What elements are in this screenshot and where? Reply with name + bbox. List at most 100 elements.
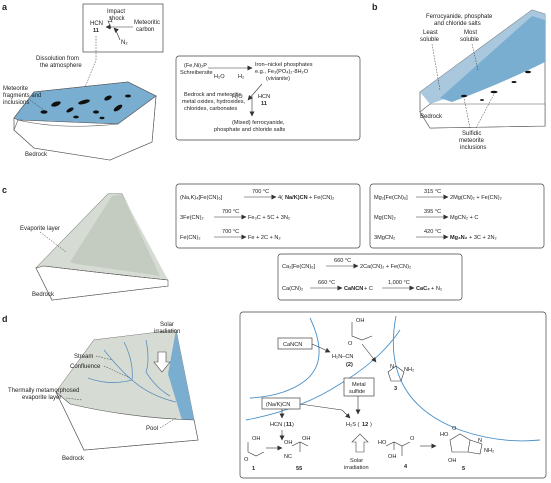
- d-55-oh2: OH: [302, 436, 310, 442]
- panel-d: d Solar irradiation Stream Confluence Th…: [2, 311, 547, 479]
- panel-d-label: d: [2, 314, 8, 324]
- meteorite-label-1: Meteorite: [3, 86, 29, 92]
- bedrock-metals-2: metal oxides, hydroxides,: [182, 99, 246, 105]
- d-oxazole-num: 3: [394, 386, 397, 392]
- h2o-label-1: H₂O: [214, 74, 225, 80]
- b-sulfidic-label-1: Sulfidic: [462, 131, 481, 137]
- iron-phosphates-2: e.g., Fe₃(PO₄)₂·8H₂O: [255, 69, 309, 75]
- d-bedrock-label: Bedrock: [62, 456, 85, 462]
- d-scheme-streams: [245, 315, 541, 442]
- d-5-oh: OH: [448, 458, 456, 464]
- c2-r2-cond: 395 °C: [424, 209, 441, 215]
- d-thermal-label-1: Thermally metamorphosed: [8, 388, 79, 394]
- panel-b: b Ferrocyanide, phosphate and chloride s…: [372, 2, 546, 151]
- phosphate-to-mixed-arrow: [247, 83, 263, 101]
- c3-r2-right-post: + N₂: [431, 286, 442, 292]
- h2-label: H₂: [238, 74, 244, 80]
- a-surface-edge: [17, 119, 119, 127]
- meteorite-label-3: inclusions: [3, 100, 29, 106]
- d-solar-arrow-icon: [153, 351, 171, 373]
- d-glyco-o-top: O: [348, 341, 353, 347]
- c-evaporite-shade: [70, 194, 160, 276]
- meteorite-label-2: fragments and: [3, 93, 41, 99]
- d-5-o: O: [452, 426, 457, 432]
- dissolution-leader: [81, 36, 97, 96]
- c2-r1-cond: 315 °C: [424, 189, 441, 195]
- d-hcn-label: HCN (: [270, 422, 286, 428]
- d-to-oxazole-arrow: [361, 343, 377, 363]
- d-streams: [87, 339, 177, 403]
- d-compound-55-bonds: [291, 441, 309, 452]
- c-evaporite-label: Evaporite layer: [20, 226, 60, 232]
- d-metal-label-2: sulfide: [349, 389, 365, 395]
- c-reaction-box-1: [175, 183, 361, 249]
- atmosphere-box: [82, 3, 164, 53]
- c1-r2-right: Fe₃C + 5C + 3N₂: [248, 215, 290, 221]
- c1-r1-right-pre: 4(: [278, 195, 283, 201]
- meteorite-leader: [29, 99, 45, 111]
- b-bedrock-face: [419, 103, 546, 129]
- d-metal-label-1: Metal: [352, 382, 366, 388]
- c1-r3-cond: 700 °C: [222, 229, 239, 235]
- panel-a: a Impact shock HCN 11 Meteoritic carbon …: [2, 2, 361, 161]
- a-bedrock-face: [13, 95, 157, 161]
- d-hcn-close: ): [292, 422, 294, 428]
- d-cancn-box: [277, 337, 313, 350]
- d-cyanamide-label: H₂N–CN: [332, 354, 353, 360]
- c2-r1-right: 2Mg(CN)₂ + Fe(CN)₂: [450, 195, 502, 201]
- b-sulfidic-leader-1: [463, 97, 471, 129]
- b-bedrock-label: Bedrock: [420, 114, 443, 120]
- c1-r1-right-bold: Na/K)CN: [285, 195, 308, 201]
- d-cyanamide-num: (2): [346, 362, 353, 368]
- c-reaction-box-2: [369, 183, 545, 249]
- b-sulfidic-label-3: inclusions: [460, 145, 486, 151]
- b-least-label-1: Least: [423, 30, 438, 36]
- panel-b-label: b: [372, 2, 378, 12]
- d-glyco1-oh: OH: [252, 436, 260, 442]
- c3-r2-cond: 660 °C: [318, 280, 335, 286]
- c3-r2-mid-bold: CaNCN: [344, 286, 363, 292]
- n2-label: N₂: [121, 40, 128, 46]
- c2-r2-right: MgCN₂ + C: [450, 215, 478, 221]
- d-oxazole-nh2: NH₂: [404, 367, 414, 373]
- d-solar-label-1: Solar: [160, 322, 174, 328]
- b-most-label-2: soluble: [460, 37, 480, 43]
- c1-r3-right: Fe + 2C + N₂: [248, 235, 281, 241]
- c2-r3-right-bold: Mg₃N₂: [450, 235, 468, 241]
- c3-r1-cond: 660 °C: [334, 258, 351, 264]
- d-4-ho: HO: [378, 440, 387, 446]
- scheme-hcn-number: 11: [261, 101, 267, 107]
- c2-r3-left: 3MgCN₂: [374, 235, 395, 241]
- c1-r1-left: (Na,K)₄[Fe(CN)₆]: [180, 195, 223, 201]
- b-salt-gradient-front: [440, 16, 545, 102]
- d-nakcn-box: [261, 397, 301, 410]
- c1-r3-left: Fe(CN)₂: [180, 235, 201, 241]
- d-metal-sulfide-box: [343, 377, 375, 397]
- fe-ni-p-label: (Fe,Ni)₂P: [184, 63, 207, 69]
- d-4-oh: OH: [388, 454, 396, 460]
- c3-r2-mid-post: + C: [364, 286, 373, 292]
- c2-r1-left: Mg₂[Fe(CN)₆]: [374, 195, 408, 201]
- schreibersite-label: Schreibersite: [180, 70, 213, 76]
- d-pool-leader: [159, 417, 177, 429]
- b-salts-label-2: and chloride salts: [434, 21, 481, 27]
- d-confluence-label: Confluence: [70, 364, 101, 370]
- d-55-num: 55: [296, 466, 302, 472]
- d-5-ho: HO: [440, 432, 449, 438]
- d-bedrock-face: [55, 391, 199, 451]
- d-oxazole-n: N: [390, 364, 394, 370]
- c3-r1-left: Ca₂[Fe(CN)₆]: [282, 264, 315, 270]
- d-glycolaldehyde-1-bonds: [247, 442, 265, 457]
- c-reaction-box-3: [277, 253, 463, 301]
- b-sulfidic-inclusions: [461, 70, 531, 101]
- d-thermal-label-2: evaporite layer: [22, 395, 61, 401]
- impact-shock-label-1: Impact: [107, 9, 125, 15]
- c2-r3-right-post: + 3C + 2N₂: [469, 235, 497, 241]
- b-sulfidic-leader-2: [475, 93, 495, 129]
- d-pool-water: [168, 330, 194, 420]
- hcn-label: HCN: [90, 21, 103, 27]
- bedrock-metals-3: chlorides, carbonates: [184, 106, 237, 112]
- mixed-salts-1: (Mixed) ferrocyanide,: [232, 120, 285, 126]
- impact-shock-zigzag: [107, 15, 113, 29]
- d-compound-4-bonds: [385, 441, 411, 456]
